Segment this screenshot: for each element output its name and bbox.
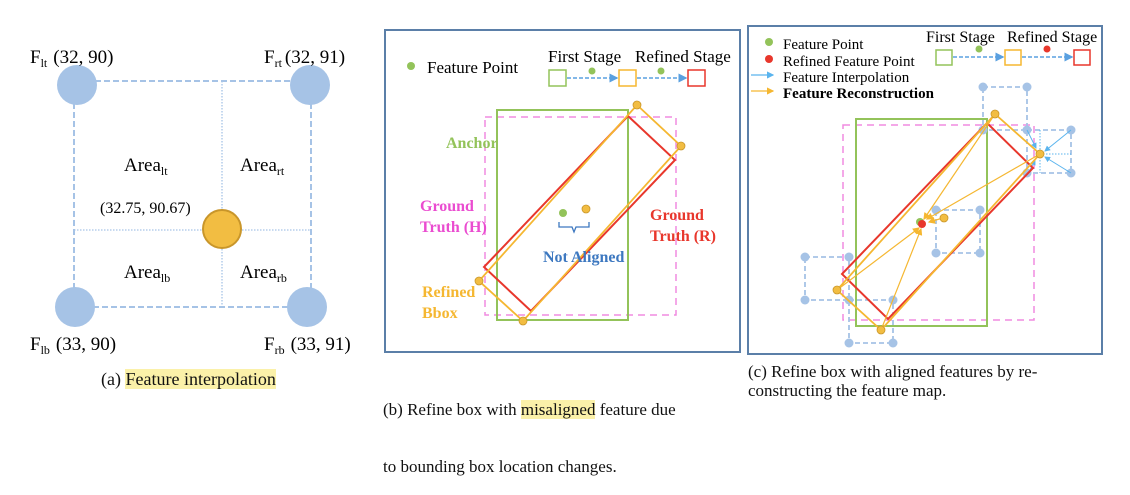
area-label-rb: Arearb <box>240 262 287 285</box>
ground-truth-h-box <box>484 116 677 316</box>
anchor-box <box>496 109 629 321</box>
refined-corner-point <box>1035 149 1045 159</box>
not-aligned-label: Not Aligned <box>543 249 624 266</box>
refined-corner-point <box>832 285 842 295</box>
legend-feature-point-label: Feature Point <box>427 58 518 77</box>
feature-point-green <box>559 209 567 217</box>
refined-feature-point-red <box>918 220 926 228</box>
corner-label-lt: Flt(32, 90) <box>30 47 113 70</box>
legend-feature-point-icon <box>765 38 773 46</box>
corner-label-rt: Frt(32, 91) <box>264 47 345 70</box>
figure-canvas: Flt(32, 90) Frt(32, 91) Flb(33, 90) Frb(… <box>30 25 1103 357</box>
legend-refined-stage-label: Refined Stage <box>1007 29 1097 46</box>
legend-stage-feature-dot-1 <box>588 67 596 75</box>
caption-b-highlight: misaligned <box>520 400 596 419</box>
area-label-rt: Areart <box>240 155 285 178</box>
legend-refined-stage-box <box>687 69 706 87</box>
corner-label-lb: Flb(33, 90) <box>30 334 116 357</box>
ground-truth-h-box <box>842 124 1035 321</box>
refined-corner-point <box>676 141 686 151</box>
refined-corner-point <box>990 109 1000 119</box>
legend-stage-refined-dot <box>1043 45 1051 53</box>
reconstruction-arrows <box>836 113 1041 331</box>
caption-a-highlight: Feature interpolation <box>125 369 276 389</box>
legend-refined-feature-point-label: Refined Feature Point <box>783 54 915 70</box>
legend-feature-interpolation-label: Feature Interpolation <box>783 70 910 86</box>
corner-label-rb: Frb(33, 91) <box>264 334 351 357</box>
corner-point-lb <box>55 287 95 327</box>
refined-bbox-label-line1: Refined <box>422 284 475 301</box>
feature-point-orange <box>581 204 591 214</box>
refined-bbox-label-line2: Bbox <box>422 305 458 322</box>
caption-b-line2: to bounding box location changes. <box>383 457 617 476</box>
anchor-label: Anchor <box>446 135 498 152</box>
legend-refined-stage-label: Refined Stage <box>635 47 731 66</box>
panel-c-frame <box>747 25 1103 355</box>
gt-r-label-line2: Truth (R) <box>650 228 716 245</box>
gt-h-label-line1: Ground <box>420 198 474 215</box>
legend-first-stage-label: First Stage <box>926 29 995 46</box>
legend-first-stage-label: First Stage <box>548 47 621 66</box>
caption-c-line1: (c) Refine box with aligned features by … <box>748 362 1038 381</box>
panel-b-misaligned: Feature Point First Stage Refined Stage … <box>384 29 741 353</box>
legend-mid-stage-box <box>1004 49 1022 66</box>
caption-b-prefix: (b) Refine box with <box>383 400 521 419</box>
legend-refined-feature-point-icon <box>765 55 773 63</box>
area-label-lb: Arealb <box>124 262 170 285</box>
panel-c-aligned: Feature Point Refined Feature Point Feat… <box>747 25 1103 355</box>
center-feature-point-orange <box>939 213 949 223</box>
interpolation-grid <box>804 86 1072 344</box>
caption-c: (c) Refine box with aligned features by … <box>748 362 1037 400</box>
sample-point-coord: (32.75, 90.67) <box>100 200 191 217</box>
sample-point <box>202 209 242 249</box>
ground-truth-r-box <box>482 114 677 313</box>
caption-a: (a) Feature interpolation <box>101 369 276 389</box>
panel-b-frame <box>384 29 741 353</box>
legend-feature-point-icon <box>407 62 415 70</box>
legend-feature-point-label: Feature Point <box>783 37 864 53</box>
caption-c-line2: constructing the feature map. <box>748 381 947 400</box>
refined-corner-point <box>474 276 484 286</box>
caption-b-suffix: feature due <box>595 400 676 419</box>
legend-stage-feature-dot-2 <box>657 67 665 75</box>
corner-point-rb <box>287 287 327 327</box>
caption-b: (b) Refine box with misaligned feature d… <box>383 362 676 495</box>
legend-first-stage-box <box>548 69 567 87</box>
corner-point-rt <box>290 65 330 105</box>
area-label-lt: Arealt <box>124 155 168 178</box>
refined-corner-point <box>518 316 528 326</box>
legend-refined-stage-box <box>1073 49 1091 66</box>
not-aligned-brace <box>558 222 590 234</box>
anchor-box <box>855 118 988 327</box>
legend-stage-feature-dot <box>975 45 983 53</box>
ground-truth-r-box <box>840 121 1035 321</box>
gt-h-label-line2: Truth (H) <box>420 219 487 236</box>
gt-r-label-line1: Ground <box>650 207 704 224</box>
legend-first-stage-box <box>935 49 953 66</box>
corner-point-lt <box>57 65 97 105</box>
panel-a-feature-interpolation: Flt(32, 90) Frt(32, 91) Flb(33, 90) Frb(… <box>30 47 351 357</box>
caption-a-prefix: (a) <box>101 369 126 389</box>
refined-corner-point <box>876 325 886 335</box>
legend-feature-reconstruction-label: Feature Reconstruction <box>783 86 935 102</box>
legend-mid-stage-box <box>618 69 637 87</box>
refined-corner-point <box>632 100 642 110</box>
